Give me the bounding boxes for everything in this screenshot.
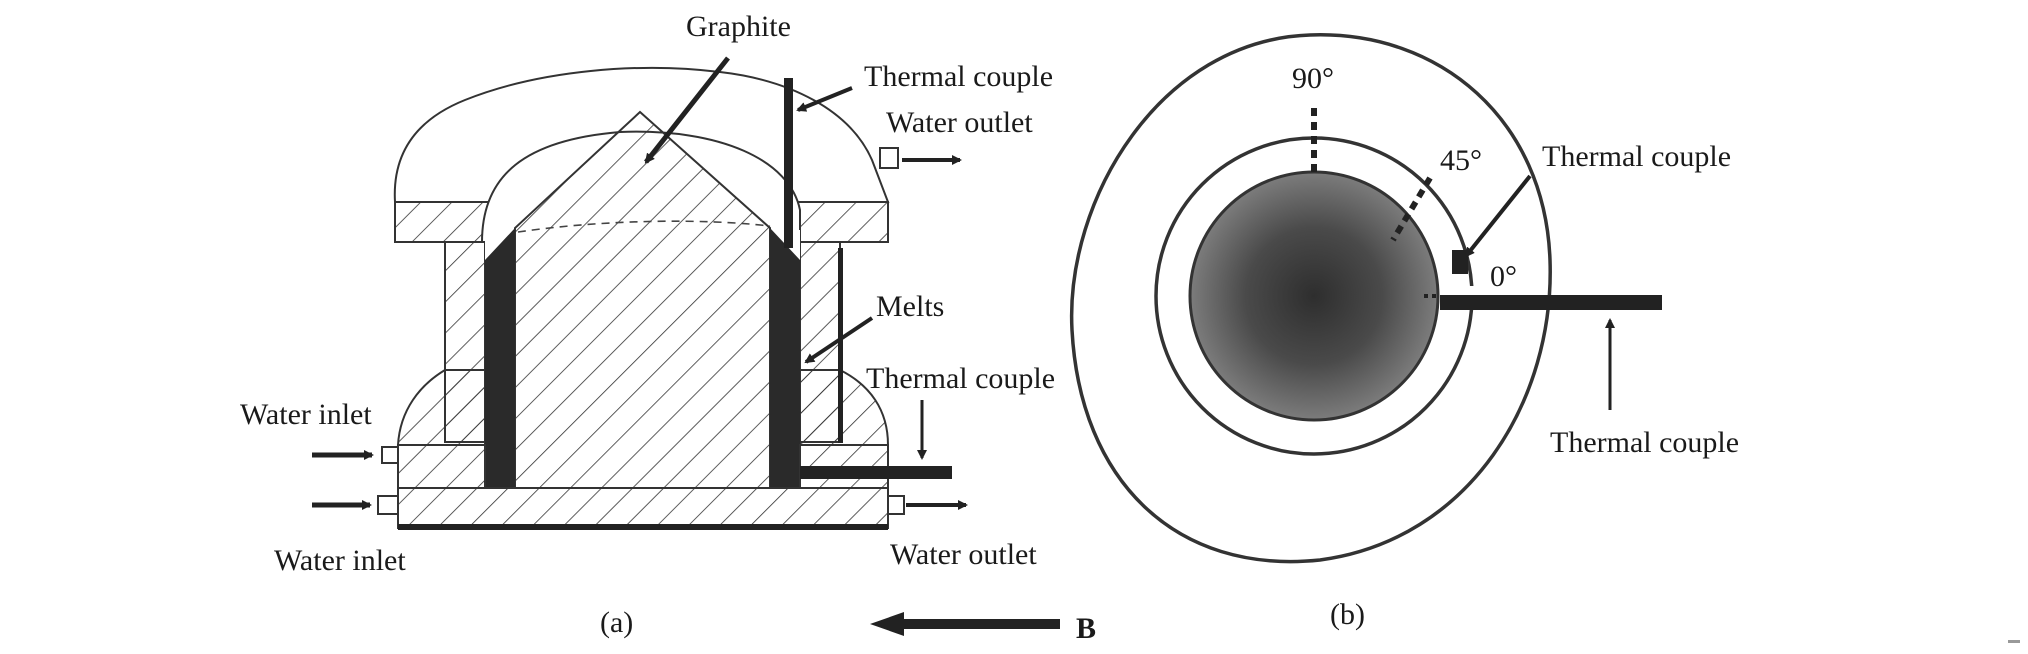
thermocouple-top-pointer-icon bbox=[796, 86, 853, 112]
melts-pointer-icon bbox=[804, 316, 874, 364]
field-arrow-shaft bbox=[902, 619, 1060, 629]
thermocouple-bottom bbox=[800, 466, 952, 479]
water-outlet-top-label: Water outlet bbox=[886, 106, 1033, 139]
water-outlet-bottom-port bbox=[887, 495, 905, 515]
corner-mark bbox=[2008, 640, 2020, 643]
field-arrow-head-icon bbox=[870, 612, 904, 636]
thermal-couple-top-label: Thermal couple bbox=[864, 60, 1053, 93]
thermal-couple-probe-label: Thermal couple bbox=[1542, 140, 1731, 173]
thermocouple-probe-pointer-icon bbox=[1464, 174, 1532, 258]
graphite-label: Graphite bbox=[686, 10, 791, 43]
water-inlet-lower-port bbox=[377, 495, 399, 515]
angle-45-marker bbox=[1390, 176, 1433, 242]
angle-90-label: 90° bbox=[1292, 62, 1334, 95]
panel-b-caption: (b) bbox=[1330, 598, 1365, 631]
thermocouple-rod bbox=[1440, 295, 1662, 310]
bottom-plate bbox=[397, 487, 889, 529]
thermocouple-probe bbox=[1452, 250, 1468, 274]
thermocouple-side-rod bbox=[838, 248, 843, 443]
field-label: B bbox=[1076, 612, 1096, 645]
melts-label: Melts bbox=[876, 290, 944, 323]
base-left-block bbox=[397, 444, 486, 489]
water-outlet-bottom-label: Water outlet bbox=[890, 538, 1037, 571]
angle-45-label: 45° bbox=[1440, 144, 1482, 177]
magnetic-field-indicator: B bbox=[870, 612, 1096, 645]
water-inlet-lower-label: Water inlet bbox=[274, 544, 406, 577]
thermocouple-top bbox=[784, 78, 793, 248]
water-outlet-top-port bbox=[879, 147, 899, 169]
angle-0-label: 0° bbox=[1490, 260, 1517, 293]
melt-disk bbox=[1188, 170, 1440, 422]
panel-a-crucible-section: Graphite Thermal couple Water outlet Mel… bbox=[240, 10, 1055, 639]
panel-b-top-view: 90° 45° 0° Thermal couple Thermal couple… bbox=[1069, 33, 1739, 631]
bottom-plate-edge bbox=[398, 524, 888, 530]
graphite-pointer-icon bbox=[644, 56, 730, 164]
melt-left bbox=[485, 228, 515, 488]
water-inlet-upper-port bbox=[381, 446, 399, 464]
graphite-core-dashed-line bbox=[517, 220, 771, 233]
water-inlet-upper-label: Water inlet bbox=[240, 398, 372, 431]
left-lower-bulge bbox=[396, 369, 486, 446]
thermal-couple-bottom-label: Thermal couple bbox=[866, 362, 1055, 395]
melt-right bbox=[770, 228, 800, 488]
thermal-couple-rod-label: Thermal couple bbox=[1550, 426, 1739, 459]
panel-a-caption: (a) bbox=[600, 606, 633, 639]
